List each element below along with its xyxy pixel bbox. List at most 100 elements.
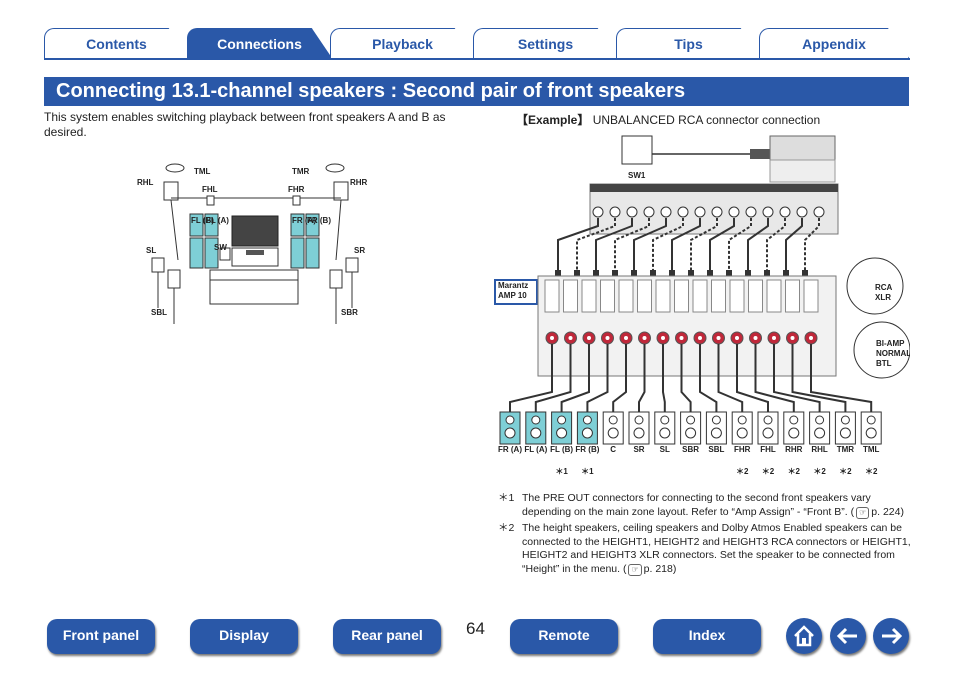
label-sr: SR: [354, 246, 365, 255]
arrow-right-icon: [882, 627, 903, 645]
switch-bi-amp: BI-AMP: [876, 339, 905, 348]
rca-cables: [555, 218, 820, 280]
display-button[interactable]: Display: [190, 619, 298, 654]
intro-text: This system enables switching playback b…: [44, 110, 446, 139]
label-rhr: RHR: [350, 178, 368, 187]
sl-speaker-icon: [151, 257, 165, 273]
receiver-preout-jacks: [592, 206, 825, 218]
fl-a-speaker-icon: [204, 213, 219, 237]
terminal-note: ＊1: [581, 467, 594, 476]
terminal-note: ＊2: [736, 467, 749, 476]
tv-icon: [231, 215, 279, 247]
fl-b-speaker-icon: [189, 213, 204, 237]
tab-appendix[interactable]: Appendix: [759, 28, 909, 58]
footnote-2: ＊2 The height speakers, ceiling speakers…: [498, 522, 911, 576]
terminal-label: RHR: [785, 445, 803, 454]
label-fhl: FHL: [202, 185, 218, 194]
terminal-label: FHR: [734, 445, 751, 454]
rear-panel-button[interactable]: Rear panel: [333, 619, 441, 654]
label-sw: SW: [214, 243, 227, 252]
tab-playback[interactable]: Playback: [330, 28, 475, 58]
terminal-label: FR (B): [575, 445, 599, 454]
footnote-2-ref[interactable]: p. 218: [643, 562, 673, 575]
front-panel-button[interactable]: Front panel: [47, 619, 155, 654]
subwoofer-icon: [621, 135, 653, 165]
sr-speaker-icon: [345, 257, 359, 273]
label-sw1: SW1: [628, 171, 646, 180]
mode-switch-callout: [853, 321, 910, 379]
example-tag: 【Example】: [516, 113, 590, 127]
terminal-label: FL (B): [550, 445, 573, 454]
terminal-note: ＊2: [762, 467, 775, 476]
terminal-label: C: [610, 445, 616, 454]
fhl-speaker-icon: [206, 195, 215, 206]
page-number: 64: [466, 619, 485, 638]
index-button[interactable]: Index: [653, 619, 761, 654]
speaker-terminals: FR (A)FL (A)FL (B) ＊1 FR (B) ＊1 C SR SL SBR SBL F…: [498, 344, 882, 476]
tab-underline: [44, 58, 910, 60]
tmr-speaker-icon: [325, 163, 345, 173]
label-sbr: SBR: [341, 308, 358, 317]
tab-bar: Contents Connections Playback Settings T…: [44, 26, 910, 60]
terminal-label: SL: [660, 445, 670, 454]
home-button[interactable]: [786, 618, 822, 654]
example-text: UNBALANCED RCA connector connection: [589, 113, 821, 127]
switch-normal: NORMAL: [876, 349, 910, 358]
remote-button[interactable]: Remote: [510, 619, 618, 654]
room-layout-diagram: TML TMR RHL RHR FHL FHR FL (B) FL (A) FR…: [137, 163, 368, 324]
footnote-1-ref[interactable]: p. 224: [871, 505, 901, 518]
footnote-1-text: The PRE OUT connectors for connecting to…: [522, 492, 871, 518]
label-fl-b: FL (B): [191, 216, 214, 225]
rhr-speaker-icon: [333, 181, 349, 201]
terminal-label: SBL: [708, 445, 724, 454]
sbr-speaker-icon: [329, 269, 343, 289]
switch-btl: BTL: [876, 359, 892, 368]
footnote-1: ＊1 The PRE OUT connectors for connecting…: [498, 492, 904, 519]
label-tmr: TMR: [292, 167, 310, 176]
forward-button[interactable]: [873, 618, 909, 654]
tab-settings[interactable]: Settings: [473, 28, 618, 58]
terminal-label: TML: [863, 445, 880, 454]
label-sbl: SBL: [151, 308, 167, 317]
footnote-2-text: The height speakers, ceiling speakers an…: [522, 522, 911, 575]
terminal-label: SR: [633, 445, 644, 454]
example-caption: 【Example】 UNBALANCED RCA connector conne…: [516, 111, 820, 128]
terminal-note: ＊2: [813, 467, 826, 476]
amp-label-1: Marantz: [498, 281, 528, 290]
footnote-1-mark: ＊1: [498, 492, 515, 504]
sw-speaker-icon: [219, 247, 231, 261]
label-rhl: RHL: [137, 178, 154, 187]
fhr-speaker-icon: [292, 195, 301, 206]
label-fr-a: FR (A): [292, 216, 316, 225]
tml-speaker-icon: [165, 163, 185, 173]
terminal-note: ＊2: [788, 467, 801, 476]
terminal-label: SBR: [682, 445, 699, 454]
terminal-label: FR (A): [498, 445, 522, 454]
tab-contents[interactable]: Contents: [44, 28, 189, 58]
sbl-speaker-icon: [167, 269, 181, 289]
terminal-note: ＊1: [555, 467, 568, 476]
arrow-left-icon: [836, 627, 857, 645]
label-sl: SL: [146, 246, 156, 255]
fr-a-speaker-icon: [290, 213, 305, 237]
rhl-speaker-icon: [163, 181, 179, 201]
tab-tips[interactable]: Tips: [616, 28, 761, 58]
page-ref-icon: ☞: [856, 506, 870, 519]
amp-label-2: AMP 10: [498, 291, 527, 300]
switch-rca: RCA: [875, 283, 893, 292]
terminal-label: FL (A): [524, 445, 547, 454]
label-fr-b: FR (B): [307, 216, 331, 225]
terminal-note: ＊2: [865, 467, 878, 476]
fr-b-speaker-icon: [305, 213, 320, 237]
tab-connections[interactable]: Connections: [187, 28, 332, 58]
rca-xlr-switch-callout: [846, 257, 904, 315]
home-icon: [794, 625, 814, 647]
terminal-label: FHL: [760, 445, 776, 454]
switch-xlr: XLR: [875, 293, 891, 302]
page-title: Connecting 13.1-channel speakers : Secon…: [44, 77, 909, 106]
footnote-2-mark: ＊2: [498, 522, 515, 534]
label-fhr: FHR: [288, 185, 305, 194]
back-button[interactable]: [830, 618, 866, 654]
terminal-note: ＊2: [839, 467, 852, 476]
page-ref-icon: ☞: [628, 563, 642, 576]
